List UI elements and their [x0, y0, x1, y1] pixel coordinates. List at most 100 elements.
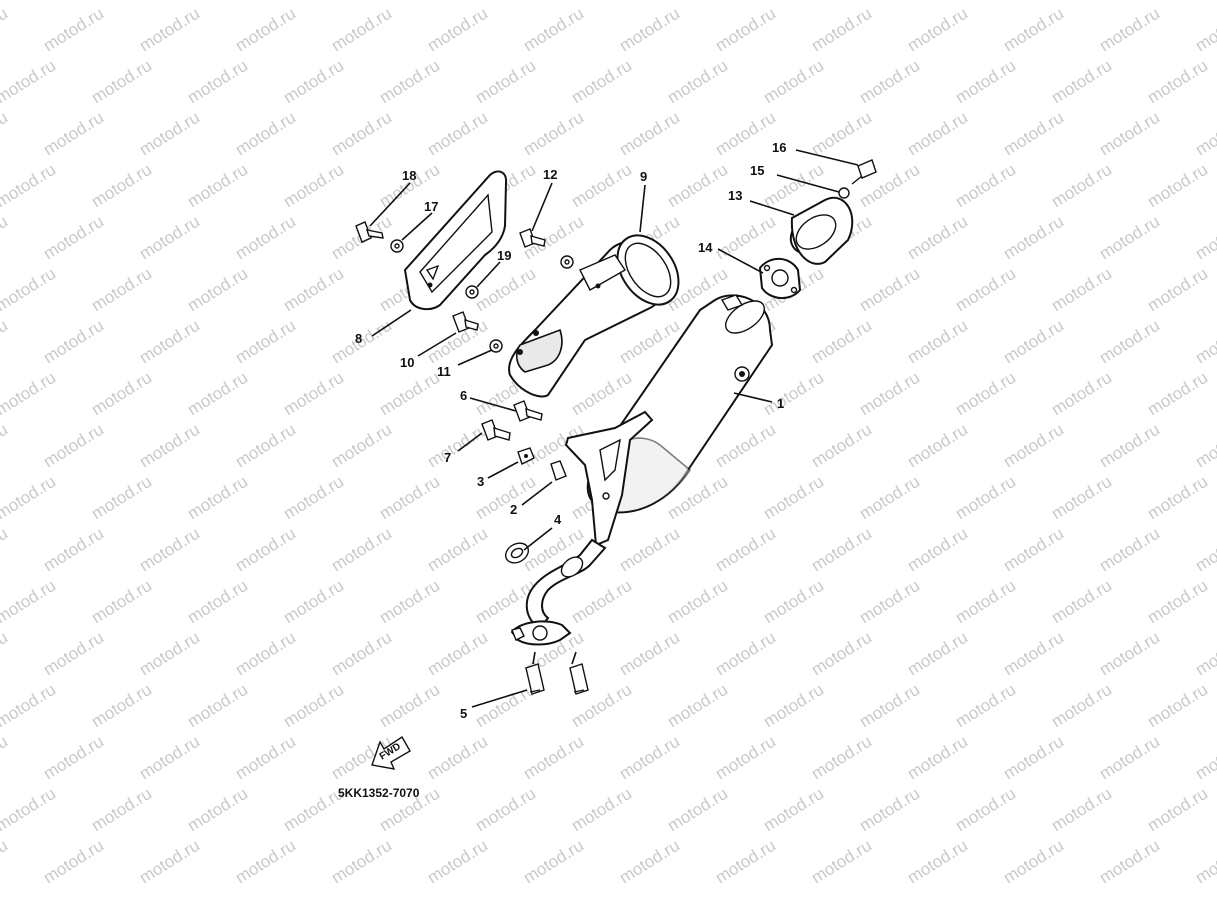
- watermark-text: motod.ru: [520, 4, 587, 56]
- callout-6: 6: [460, 388, 467, 403]
- watermark-text: motod.ru: [1000, 836, 1067, 888]
- bolt-part-5a: [525, 663, 545, 695]
- watermark-text: motod.ru: [0, 160, 59, 212]
- watermark-text: motod.ru: [1192, 212, 1217, 264]
- watermark-text: motod.ru: [328, 836, 395, 888]
- watermark-text: motod.ru: [1192, 732, 1217, 784]
- watermark-text: motod.ru: [952, 368, 1019, 420]
- watermark-text: motod.ru: [1096, 628, 1163, 680]
- watermark-text: motod.ru: [1000, 628, 1067, 680]
- callout-11: 11: [437, 364, 451, 379]
- watermark-text: motod.ru: [904, 628, 971, 680]
- watermark-text: motod.ru: [232, 212, 299, 264]
- watermark-text: motod.ru: [1144, 472, 1211, 524]
- watermark-text: motod.ru: [952, 472, 1019, 524]
- watermark-text: motod.ru: [712, 4, 779, 56]
- watermark-text: motod.ru: [40, 212, 107, 264]
- watermark-text: motod.ru: [856, 368, 923, 420]
- muffler-part-1: [510, 294, 774, 646]
- watermark-text: motod.ru: [40, 628, 107, 680]
- watermark-text: motod.ru: [376, 680, 443, 732]
- watermark-text: motod.ru: [664, 784, 731, 836]
- watermark-text: motod.ru: [0, 108, 11, 160]
- watermark-text: motod.ru: [232, 420, 299, 472]
- watermark-text: motod.ru: [1048, 0, 1115, 3]
- watermark-text: motod.ru: [760, 576, 827, 628]
- watermark-text: motod.ru: [0, 420, 11, 472]
- bolt-part-6: [513, 400, 543, 422]
- watermark-text: motod.ru: [520, 732, 587, 784]
- watermark-text: motod.ru: [136, 108, 203, 160]
- watermark-text: motod.ru: [1096, 212, 1163, 264]
- watermark-text: motod.ru: [88, 680, 155, 732]
- watermark-text: motod.ru: [0, 56, 59, 108]
- watermark-text: motod.ru: [1048, 680, 1115, 732]
- watermark-text: motod.ru: [616, 524, 683, 576]
- watermark-text: motod.ru: [664, 680, 731, 732]
- watermark-text: motod.ru: [472, 680, 539, 732]
- watermark-text: motod.ru: [40, 836, 107, 888]
- watermark-text: motod.ru: [136, 316, 203, 368]
- watermark-text: motod.ru: [952, 680, 1019, 732]
- watermark-text: motod.ru: [760, 680, 827, 732]
- callout-19: 19: [497, 248, 511, 263]
- watermark-text: motod.ru: [904, 732, 971, 784]
- watermark-text: motod.ru: [136, 420, 203, 472]
- watermark-text: motod.ru: [0, 212, 11, 264]
- watermark-text: motod.ru: [424, 420, 491, 472]
- watermark-text: motod.ru: [1048, 576, 1115, 628]
- watermark-text: motod.ru: [808, 108, 875, 160]
- callout-18: 18: [402, 168, 416, 183]
- watermark-text: motod.ru: [232, 316, 299, 368]
- watermark-text: motod.ru: [40, 732, 107, 784]
- watermark-text: motod.ru: [856, 680, 923, 732]
- watermark-text: motod.ru: [616, 108, 683, 160]
- watermark-text: motod.ru: [1000, 108, 1067, 160]
- watermark-text: motod.ru: [1144, 264, 1211, 316]
- watermark-text: motod.ru: [1000, 524, 1067, 576]
- watermark-text: motod.ru: [232, 524, 299, 576]
- watermark-text: motod.ru: [808, 628, 875, 680]
- watermark-text: motod.ru: [424, 524, 491, 576]
- callout-9: 9: [640, 169, 647, 184]
- washer-part-11: [489, 339, 503, 353]
- watermark-text: motod.ru: [184, 784, 251, 836]
- watermark-text: motod.ru: [376, 576, 443, 628]
- watermark-text: motod.ru: [664, 56, 731, 108]
- watermark-text: motod.ru: [952, 160, 1019, 212]
- watermark-text: motod.ru: [856, 784, 923, 836]
- watermark-text: motod.ru: [136, 212, 203, 264]
- watermark-text: motod.ru: [0, 0, 59, 3]
- watermark-text: motod.ru: [40, 108, 107, 160]
- watermark-text: motod.ru: [568, 368, 635, 420]
- watermark-text: motod.ru: [904, 4, 971, 56]
- callout-17: 17: [424, 199, 438, 214]
- callout-3: 3: [477, 474, 484, 489]
- gasket-part-14: [758, 257, 802, 299]
- watermark-text: motod.ru: [280, 264, 347, 316]
- watermark-text: motod.ru: [952, 784, 1019, 836]
- bolt-part-12: [519, 228, 546, 248]
- watermark-text: motod.ru: [184, 56, 251, 108]
- bolt-part-18: [355, 221, 384, 243]
- watermark-text: motod.ru: [1096, 316, 1163, 368]
- watermark-text: motod.ru: [328, 108, 395, 160]
- watermark-text: motod.ru: [280, 0, 347, 3]
- watermark-text: motod.ru: [1192, 4, 1217, 56]
- watermark-text: motod.ru: [184, 0, 251, 3]
- watermark-text: motod.ru: [280, 472, 347, 524]
- washer-part-19: [465, 285, 479, 299]
- watermark-text: motod.ru: [424, 108, 491, 160]
- watermark-text: motod.ru: [184, 264, 251, 316]
- bolt-part-16: [851, 159, 877, 185]
- watermark-text: motod.ru: [232, 732, 299, 784]
- callout-5: 5: [460, 706, 467, 721]
- watermark-text: motod.ru: [664, 0, 731, 3]
- washer-part-17: [390, 239, 404, 253]
- watermark-text: motod.ru: [88, 368, 155, 420]
- watermark-text: motod.ru: [1096, 836, 1163, 888]
- protector-part-8: [403, 170, 508, 311]
- watermark-text: motod.ru: [184, 576, 251, 628]
- part-code-label: 5KK1352-7070: [338, 786, 420, 800]
- watermark-text: motod.ru: [1096, 4, 1163, 56]
